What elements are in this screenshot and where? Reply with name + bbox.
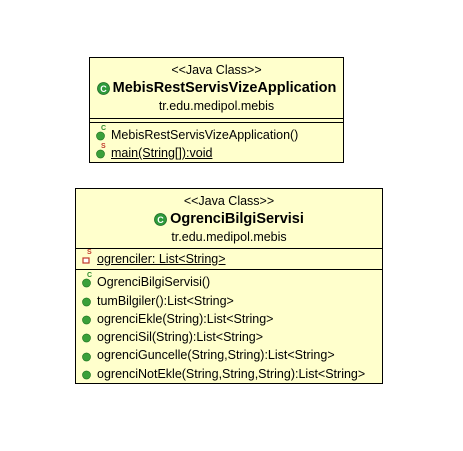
field-signature: ogrenciler: List<String>	[97, 252, 226, 266]
method-row[interactable]: ogrenciEkle(String):List<String>	[82, 310, 382, 328]
compartment-divider	[76, 269, 382, 271]
method-signature: ogrenciEkle(String):List<String>	[97, 311, 274, 326]
public-method-icon	[82, 313, 95, 325]
public-method-icon	[82, 331, 95, 343]
method-signature: tumBilgiler():List<String>	[97, 293, 234, 308]
method-row[interactable]: tumBilgiler():List<String>	[82, 292, 382, 310]
method-signature: MebisRestServisVizeApplication()	[111, 128, 299, 142]
static-marker-icon: S	[101, 143, 106, 151]
public-method-icon: C	[96, 125, 109, 141]
fields-compartment: S ogrenciler: List<String>	[76, 249, 382, 269]
class-package: tr.edu.medipol.mebis	[171, 230, 287, 244]
method-row[interactable]: ogrenciSil(String):List<String>	[82, 328, 382, 346]
class-package: tr.edu.medipol.mebis	[158, 99, 275, 113]
method-signature: OgrenciBilgiServisi()	[97, 275, 211, 290]
method-signature: ogrenciSil(String):List<String>	[97, 330, 264, 345]
public-method-icon	[82, 368, 95, 380]
constructor-marker-icon: C	[87, 272, 93, 280]
method-signature: main(String[]):void	[111, 146, 213, 161]
public-method-icon	[82, 350, 95, 362]
method-signature: ogrenciNotEkle(String,String,String):Lis…	[97, 366, 366, 381]
method-signature: ogrenciGuncelle(String,String):List<Stri…	[97, 348, 335, 363]
constructor-marker-icon: C	[101, 125, 107, 133]
compartment-divider	[76, 248, 382, 249]
class-icon: C	[96, 81, 110, 95]
method-row[interactable]: C MebisRestServisVizeApplication()	[96, 125, 343, 144]
methods-compartment: C OgrenciBilgiServisi() tumBilgiler():Li…	[76, 270, 382, 385]
class-box-ogrenci-bilgi-servisi[interactable]: <<Java Class>> C OgrenciBilgiServisi tr.…	[75, 188, 383, 384]
class-icon: C	[154, 212, 168, 226]
class-stereotype: <<Java Class>>	[171, 63, 262, 77]
class-name: MebisRestServisVizeApplication	[112, 80, 337, 96]
method-row[interactable]: ogrenciNotEkle(String,String,String):Lis…	[82, 365, 382, 383]
compartment-divider	[90, 118, 343, 119]
method-row[interactable]: S main(String[]):void	[96, 143, 343, 162]
class-title-row: C MebisRestServisVizeApplication	[90, 78, 343, 98]
static-marker-icon: S	[87, 249, 92, 257]
class-header: <<Java Class>> C MebisRestServisVizeAppl…	[90, 58, 343, 114]
public-method-icon	[82, 295, 95, 307]
class-box-mebis-rest-servis-vize-application[interactable]: <<Java Class>> C MebisRestServisVizeAppl…	[89, 57, 344, 163]
field-row[interactable]: S ogrenciler: List<String>	[82, 249, 382, 268]
private-field-icon: S	[82, 249, 95, 265]
svg-text:C: C	[100, 84, 107, 94]
class-title-row: C OgrenciBilgiServisi	[76, 209, 382, 229]
svg-text:C: C	[157, 215, 164, 225]
methods-compartment: C MebisRestServisVizeApplication() S mai…	[90, 123, 343, 165]
public-method-icon: C	[82, 272, 95, 288]
method-row[interactable]: C OgrenciBilgiServisi()	[82, 272, 382, 291]
class-name: OgrenciBilgiServisi	[170, 211, 304, 227]
class-header: <<Java Class>> C OgrenciBilgiServisi tr.…	[76, 189, 382, 245]
method-row[interactable]: ogrenciGuncelle(String,String):List<Stri…	[82, 346, 382, 364]
public-method-icon: S	[96, 143, 109, 159]
class-stereotype: <<Java Class>>	[183, 194, 275, 208]
compartment-divider	[90, 122, 343, 123]
